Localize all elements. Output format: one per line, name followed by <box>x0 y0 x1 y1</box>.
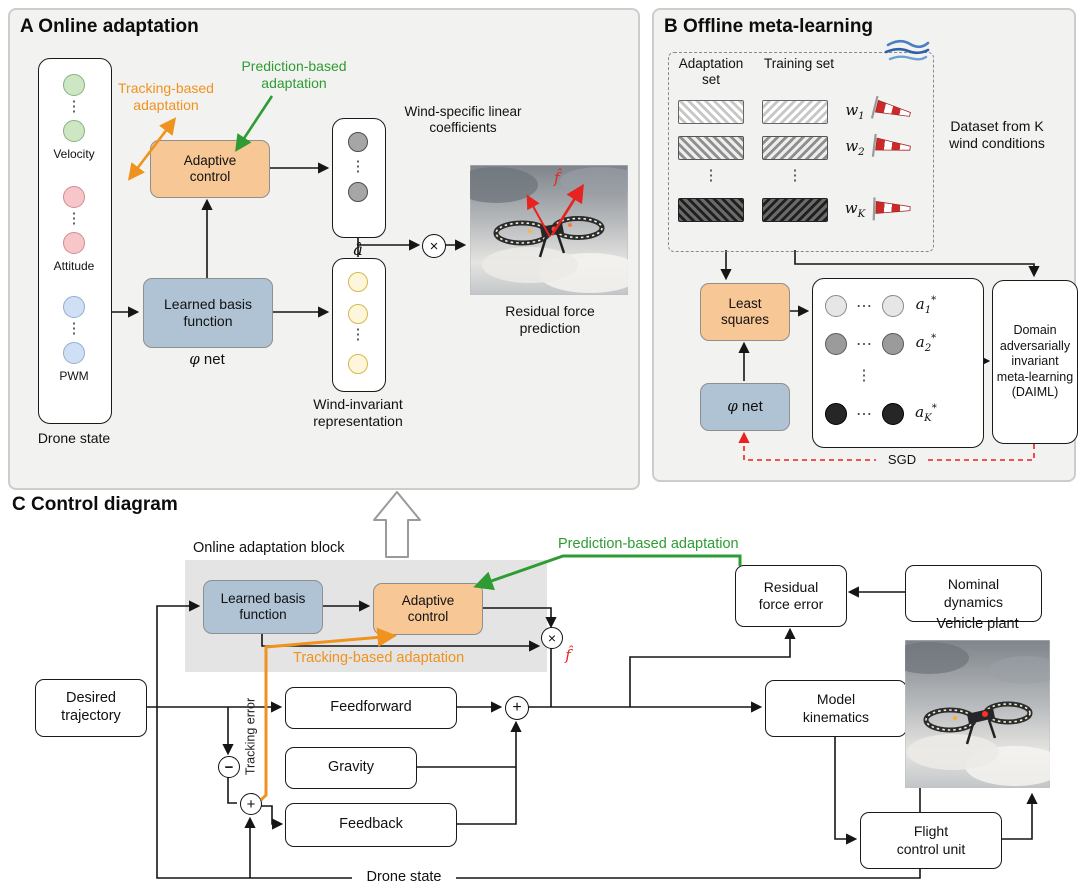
ellipsis-vertical: ⋮ <box>350 326 366 343</box>
coeff-circle-dark <box>882 403 904 425</box>
daiml-box: Domain adversarially invariant meta-lear… <box>992 280 1078 444</box>
minus-node: − <box>218 756 240 778</box>
coeff-circle-light <box>882 295 904 317</box>
ellipsis-horizontal: ⋯ <box>856 298 872 315</box>
training-sample-w1 <box>762 100 828 124</box>
attitude-node-circle <box>63 186 85 208</box>
adaptive-control-box-c: Adaptive control <box>373 583 483 635</box>
phi-net-box: φ net <box>700 383 790 431</box>
tracking-error-label: Tracking error <box>243 697 258 776</box>
adaptation-sample-wk <box>678 198 744 222</box>
wind-invariant-label: Wind-invariant representation <box>313 396 403 429</box>
residual-force-error-box: Residual force error <box>735 565 847 627</box>
feedforward-box: Feedforward <box>285 687 457 729</box>
nominal-dynamics-box: Nominal dynamics <box>905 565 1042 622</box>
ellipsis-vertical: ⋮ <box>856 367 872 384</box>
panel-b-title: B Offline meta-learning <box>664 16 874 37</box>
drone-state-line-label: Drone state <box>352 869 456 887</box>
desired-trajectory-box: Desired trajectory <box>35 679 147 737</box>
multiply-node-c: × <box>541 627 563 649</box>
pwm-label: PWM <box>59 369 89 383</box>
tracking-adaptation-label: Tracking-based adaptation <box>118 80 214 113</box>
panel-c-title: C Control diagram <box>12 494 178 515</box>
attitude-label: Attitude <box>53 259 95 273</box>
online-adaptation-block-label: Online adaptation block <box>193 540 345 556</box>
dataset-dashed-box <box>668 52 934 252</box>
wind-label-w2: w2 <box>845 137 865 158</box>
f-hat-label-c: f̂ <box>565 646 571 664</box>
ellipsis-vertical: ⋮ <box>66 210 82 227</box>
prediction-adaptation-label: Prediction-based adaptation <box>241 58 347 91</box>
ellipsis-horizontal: ⋯ <box>856 406 872 423</box>
coeff-label-a1: a1* <box>915 295 937 316</box>
drone-state-label: Drone state <box>37 430 111 446</box>
coeff-circle-mid <box>882 333 904 355</box>
adaptation-sample-w2 <box>678 136 744 160</box>
training-sample-w2 <box>762 136 828 160</box>
dataset-note: Dataset from K wind conditions <box>949 118 1045 151</box>
wind-specific-label: Wind-specific linear coefficients <box>404 104 522 136</box>
coeff-circle-dark <box>825 403 847 425</box>
velocity-node-circle <box>63 74 85 96</box>
adaptation-sample-w1 <box>678 100 744 124</box>
coeff-label-a2: a2* <box>915 333 937 354</box>
gravity-box: Gravity <box>285 747 417 789</box>
plus-node: + <box>240 793 262 815</box>
tracking-adaptation-label-c: Tracking-based adaptation <box>293 650 465 666</box>
ellipsis-horizontal: ⋯ <box>856 336 872 353</box>
model-kinematics-box: Model kinematics <box>765 680 907 737</box>
vehicle-plant-label: Vehicle plant <box>936 616 1019 632</box>
adaptation-set-label: Adaptation set <box>678 56 744 88</box>
wind-label-w1: w1 <box>845 101 865 122</box>
coeff-circle-mid <box>825 333 847 355</box>
coefficient-node-circle <box>348 132 368 152</box>
sum-node: + <box>505 696 529 720</box>
learned-basis-function-box: Learned basis function <box>143 278 273 348</box>
representation-node-circle <box>348 304 368 324</box>
ellipsis-vertical: ⋮ <box>787 167 803 184</box>
coefficient-node-circle <box>348 182 368 202</box>
ellipsis-vertical: ⋮ <box>350 158 366 175</box>
training-sample-wk <box>762 198 828 222</box>
prediction-adaptation-label-c: Prediction-based adaptation <box>558 536 739 552</box>
pwm-node-circle <box>63 296 85 318</box>
wind-label-wk: wK <box>844 199 866 220</box>
training-set-label: Training set <box>763 56 835 71</box>
coeff-label-ak: aK* <box>915 403 937 424</box>
feedback-box: Feedback <box>285 803 457 847</box>
a-hat-label: â <box>353 240 363 259</box>
vehicle-plant-image <box>905 640 1050 788</box>
learned-basis-function-box-c: Learned basis function <box>203 580 323 634</box>
least-squares-box: Least squares <box>700 283 790 341</box>
multiply-node: × <box>422 234 446 258</box>
flight-control-unit-box: Flight control unit <box>860 812 1002 869</box>
residual-force-prediction-label: Residual force prediction <box>505 303 595 336</box>
adaptive-control-box: Adaptive control <box>150 140 270 198</box>
velocity-node-circle <box>63 120 85 142</box>
phi-net-label: φ net <box>189 350 225 368</box>
ellipsis-vertical: ⋮ <box>703 167 719 184</box>
panel-link-arrow <box>373 491 421 558</box>
sgd-label: SGD <box>876 452 928 468</box>
coeff-circle-light <box>825 295 847 317</box>
ellipsis-vertical: ⋮ <box>66 98 82 115</box>
ellipsis-vertical: ⋮ <box>66 320 82 337</box>
pwm-node-circle <box>63 342 85 364</box>
representation-node-circle <box>348 354 368 374</box>
attitude-node-circle <box>63 232 85 254</box>
velocity-label: Velocity <box>53 147 95 161</box>
panel-a-title: A Online adaptation <box>20 16 199 37</box>
representation-node-circle <box>348 272 368 292</box>
